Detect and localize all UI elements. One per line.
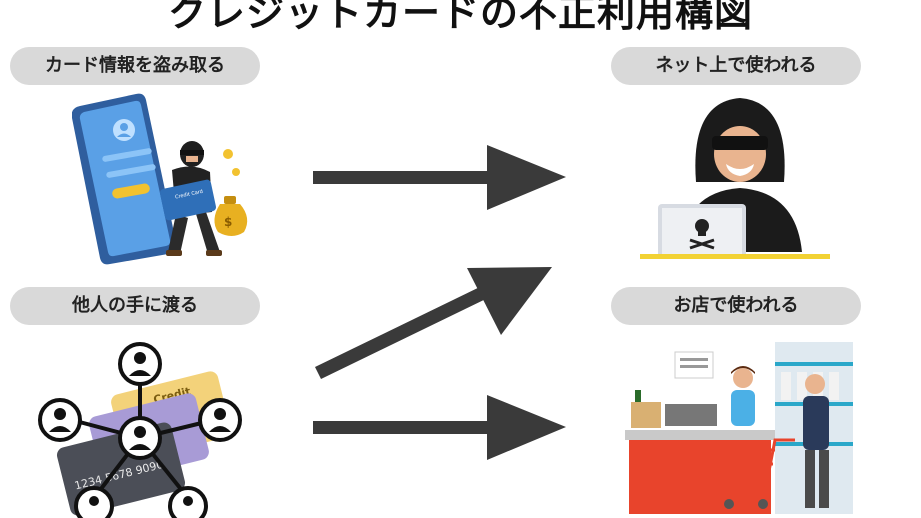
- customer-icon: [803, 374, 829, 508]
- clerk-icon: [731, 366, 755, 426]
- person-node-left-icon: [38, 398, 82, 442]
- person-node-bottom-left-icon: [74, 486, 114, 518]
- skull-icon: [689, 219, 715, 250]
- arrow-bottom-icon: [313, 395, 566, 460]
- card-network-illustration: Credit card 1234 5678 9090: [38, 342, 242, 518]
- arrow-top-icon: [313, 145, 566, 210]
- store-checkout-illustration: [625, 342, 853, 514]
- phone-card-label: Credit Card: [175, 189, 204, 201]
- counter-icon: [625, 430, 775, 514]
- label-steal-card-info: カード情報を盗み取る: [10, 47, 260, 85]
- person-node-center-icon: [118, 416, 162, 460]
- label-used-in-store: お店で使われる: [611, 287, 861, 325]
- credit-card-icon: Credit Card: [159, 179, 217, 221]
- svg-text:$: $: [224, 215, 232, 229]
- arrow-diagonal-icon: [315, 267, 552, 379]
- person-node-right-icon: [198, 398, 242, 442]
- hacker-laptop-illustration: [640, 98, 830, 259]
- shopping-cart-icon: [711, 438, 795, 509]
- register-icon: [631, 390, 717, 428]
- person-node-top-icon: [118, 342, 162, 386]
- money-bag-icon: $: [214, 196, 248, 236]
- laptop-icon: [640, 204, 830, 259]
- coins-icon: [223, 149, 240, 176]
- person-node-bottom-right-icon: [168, 486, 208, 518]
- label-used-online: ネット上で使われる: [611, 47, 861, 85]
- price-board-icon: [674, 351, 714, 379]
- smartphone-icon: [72, 93, 177, 265]
- page-title: クレジットカードの不正利用構図: [167, 0, 753, 35]
- label-passed-to-others: 他人の手に渡る: [10, 287, 260, 325]
- phone-thief-illustration: Credit Card $: [72, 93, 248, 265]
